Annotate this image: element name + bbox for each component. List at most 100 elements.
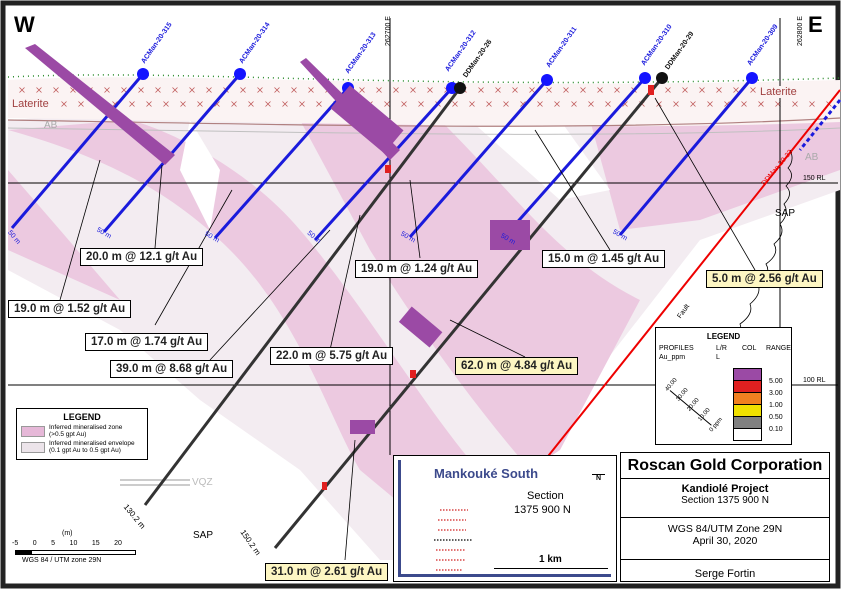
laterite-cross [282, 101, 288, 107]
laterite-cross [172, 87, 178, 93]
profile-legend: LEGEND PROFILES L/R COL RANGE Au_ppm L 4… [655, 327, 792, 445]
intercept-label: 5.0 m @ 2.56 g/t Au [706, 270, 823, 288]
legend-variable: Au_ppm [659, 354, 686, 361]
unit-label: AB [805, 152, 819, 163]
laterite-cross [427, 87, 433, 93]
assay-high-grade [322, 85, 654, 490]
legend-item: Inferred mineralised zone(>0.5 gpt Au) [21, 424, 143, 438]
laterite-cross [665, 87, 671, 93]
laterite-cross [699, 87, 705, 93]
intercept-label: 17.0 m @ 1.74 g/t Au [85, 333, 209, 351]
project-info: Kandiolé Project Section 1375 900 N [621, 483, 829, 518]
inset-scale-label: 1 km [539, 554, 562, 565]
scale-datum: WGS 84 / UTM zone 29N [22, 557, 102, 564]
intercept-label: 19.0 m @ 1.24 g/t Au [355, 260, 479, 278]
east-label: E [808, 12, 823, 37]
laterite-cross [78, 101, 84, 107]
laterite-cross [418, 101, 424, 107]
datum-info: WGS 84/UTM Zone 29N April 30, 2020 [621, 523, 829, 560]
legend-header: COL [742, 345, 757, 352]
legend-item: Inferred mineralised envelope(0.1 gpt Au… [21, 440, 143, 454]
legend-header: PROFILES [659, 345, 694, 352]
laterite-cross [809, 101, 815, 107]
laterite-cross [563, 87, 569, 93]
project-name: Kandiolé Project [681, 483, 769, 495]
laterite-cross [682, 87, 688, 93]
laterite-cross [512, 87, 518, 93]
date: April 30, 2020 [692, 535, 758, 547]
laterite-cross [597, 87, 603, 93]
range-value: 0.10 [769, 426, 783, 433]
laterite-cross [359, 87, 365, 93]
intercept-label: 15.0 m @ 1.45 g/t Au [542, 250, 666, 268]
legend-label: Inferred mineralised zone [49, 424, 123, 431]
laterite-cross [308, 87, 314, 93]
profile-scale: 40.00 30.00 20.00 10.00 0 ppm [664, 377, 728, 436]
laterite-cross [529, 87, 535, 93]
laterite-cross [299, 101, 305, 107]
datum: WGS 84/UTM Zone 29N [667, 523, 783, 535]
laterite-cross [231, 101, 237, 107]
inset-scale-line [494, 568, 608, 569]
assay-histograms [25, 44, 530, 434]
unit-label: SAP [193, 530, 214, 541]
laterite-cross [19, 87, 25, 93]
legend-title: LEGEND [63, 412, 101, 422]
easting-label: 262800 E [797, 16, 804, 46]
intercept-label: 19.0 m @ 1.52 g/t Au [8, 300, 132, 318]
laterite-cross [605, 101, 611, 107]
legend-text: Inferred mineralised zone(>0.5 gpt Au) [49, 424, 122, 438]
scale-unit: (m) [62, 530, 73, 537]
laterite-cross [146, 101, 152, 107]
inset-section-label: 1375 900 N [514, 504, 571, 516]
envelope-swatch [21, 441, 45, 453]
laterite-cross [792, 101, 798, 107]
ab-contact-line [7, 117, 841, 127]
west-label: W [14, 12, 35, 37]
laterite-cross [316, 101, 322, 107]
laterite-cross [53, 87, 59, 93]
profile-tick: 0 ppm [708, 416, 725, 434]
laterite-cross [163, 101, 169, 107]
laterite-cross [155, 87, 161, 93]
legend-label: Inferred mineralised envelope [49, 440, 135, 447]
unit-label: VQZ [192, 477, 213, 488]
inset-title: Mankouké South [434, 466, 539, 481]
scale-tick: 20 [114, 540, 122, 547]
laterite-cross [61, 101, 67, 107]
laterite-cross [274, 87, 280, 93]
unit-label: SAP [775, 208, 796, 219]
location-inset: Mankouké South N Section 1375 900 N 1 km [393, 455, 617, 582]
laterite-cross [588, 101, 594, 107]
laterite-cross [36, 87, 42, 93]
laterite-cross [291, 87, 297, 93]
legend-label: (>0.5 gpt Au) [49, 431, 87, 438]
laterite-cross [197, 101, 203, 107]
laterite-cross [690, 101, 696, 107]
inset-frame [398, 460, 611, 577]
inset-section-lines [434, 509, 472, 571]
laterite-cross [537, 101, 543, 107]
laterite-cross [121, 87, 127, 93]
unit-label: Laterite [12, 98, 49, 110]
legend-label: (0.1 gpt Au to 0.5 gpt Au) [49, 447, 121, 454]
laterite-cross [206, 87, 212, 93]
author: Serge Fortin [694, 568, 756, 580]
laterite-cross [571, 101, 577, 107]
legend-header: RANGE [766, 345, 791, 352]
laterite-cross [469, 101, 475, 107]
range-value: 3.00 [769, 390, 783, 397]
laterite-cross [495, 87, 501, 93]
laterite-cross [452, 101, 458, 107]
intercept-label: 62.0 m @ 4.84 g/t Au [455, 357, 579, 375]
laterite-cross [265, 101, 271, 107]
laterite-cross [716, 87, 722, 93]
laterite-cross [104, 87, 110, 93]
laterite-cross [486, 101, 492, 107]
title-block: Roscan Gold Corporation Kandiolé Project… [620, 452, 830, 582]
laterite-cross [614, 87, 620, 93]
scale-tick: 10 [69, 540, 78, 547]
